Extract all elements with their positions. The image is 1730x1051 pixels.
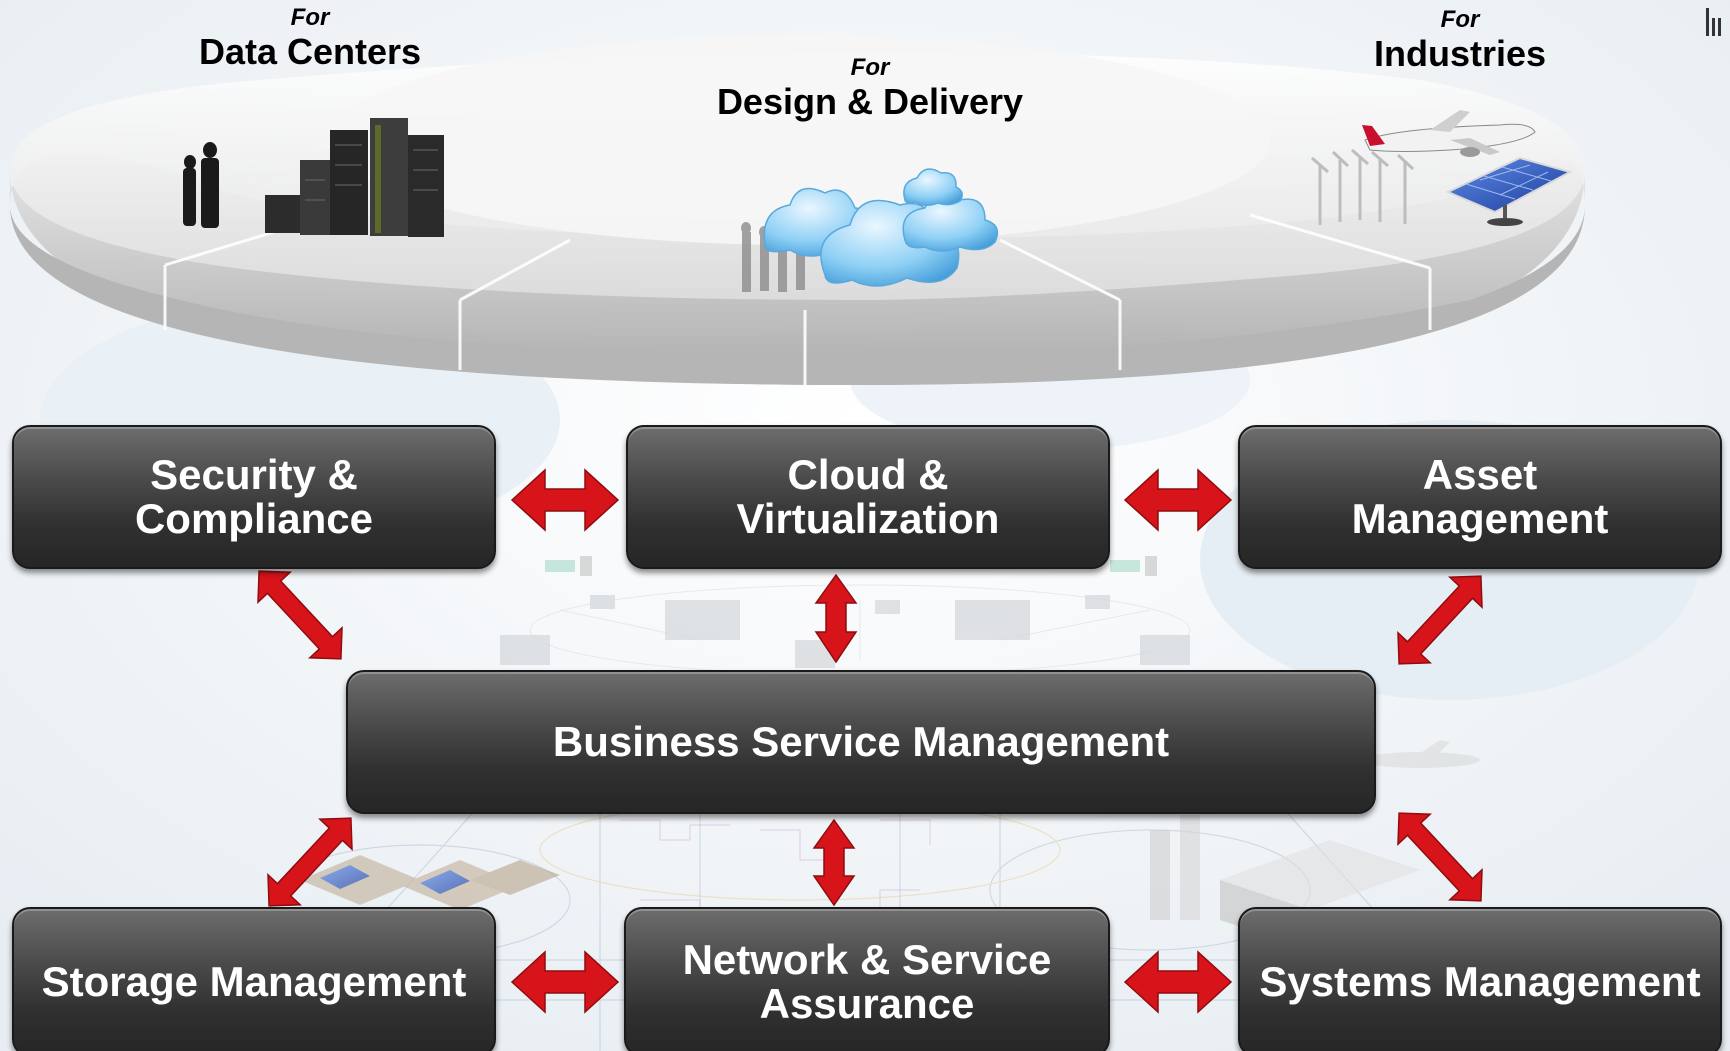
connection-arrows xyxy=(510,468,1233,1014)
arrow-network-systems xyxy=(1123,950,1233,1014)
box-label: Business Service Management xyxy=(553,720,1169,764)
arrow-cloud-asset xyxy=(1123,468,1233,532)
box-label-line: Business Service Management xyxy=(552,718,1170,765)
header-title: Industries xyxy=(1373,33,1547,74)
arrow-storage-network xyxy=(510,950,620,1014)
header-prefix: For xyxy=(290,4,330,31)
box-label: Security & Compliance xyxy=(135,453,373,541)
box-label-line: Compliance xyxy=(134,495,374,542)
box-label-line: Asset xyxy=(1422,451,1538,498)
box-asset-management[interactable]: Asset Management xyxy=(1238,425,1722,569)
box-label-line: Assurance xyxy=(759,980,975,1027)
box-label-line: Systems Management xyxy=(1259,958,1701,1005)
header-title: Design & Delivery xyxy=(716,81,1024,122)
box-label-line: Security & xyxy=(150,451,358,498)
box-label-line: Storage Management xyxy=(41,958,467,1005)
box-security-compliance[interactable]: Security & Compliance xyxy=(12,425,496,569)
header-title: Data Centers xyxy=(198,31,422,72)
arrow-bsm-storage xyxy=(267,817,353,907)
data-center-servers xyxy=(183,118,444,237)
box-label: Storage Management xyxy=(42,960,467,1004)
box-label: Systems Management xyxy=(1259,960,1700,1004)
cloud-cluster xyxy=(741,168,999,292)
header-prefix: For xyxy=(850,54,890,81)
box-label-line: Management xyxy=(1351,495,1609,542)
box-storage-management[interactable]: Storage Management xyxy=(12,907,496,1051)
arrow-security-bsm xyxy=(257,570,343,660)
box-label: Asset Management xyxy=(1352,453,1609,541)
header-prefix: For xyxy=(1440,6,1480,33)
arrow-bsm-network xyxy=(812,818,856,907)
box-systems-management[interactable]: Systems Management xyxy=(1238,907,1722,1051)
box-network-service-assurance[interactable]: Network & Service Assurance xyxy=(624,907,1110,1051)
edge-mark-icon xyxy=(1706,8,1721,36)
box-label: Network & Service Assurance xyxy=(683,938,1052,1026)
box-label-line: Virtualization xyxy=(736,495,1000,542)
header-data-centers: For Data Centers xyxy=(170,4,450,72)
box-business-service-management[interactable]: Business Service Management xyxy=(346,670,1376,814)
industries-icons xyxy=(1311,110,1573,226)
box-cloud-virtualization[interactable]: Cloud & Virtualization xyxy=(626,425,1110,569)
header-design-delivery: For Design & Delivery xyxy=(690,54,1050,122)
header-industries: For Industries xyxy=(1340,6,1580,74)
box-label: Cloud & Virtualization xyxy=(737,453,1000,541)
arrow-security-cloud xyxy=(510,468,620,532)
box-label-line: Network & Service xyxy=(682,936,1052,983)
arrow-asset-bsm xyxy=(1397,575,1483,665)
arrow-cloud-bsm xyxy=(814,573,858,664)
arrow-bsm-systems xyxy=(1397,812,1483,902)
box-label-line: Cloud & xyxy=(787,451,949,498)
